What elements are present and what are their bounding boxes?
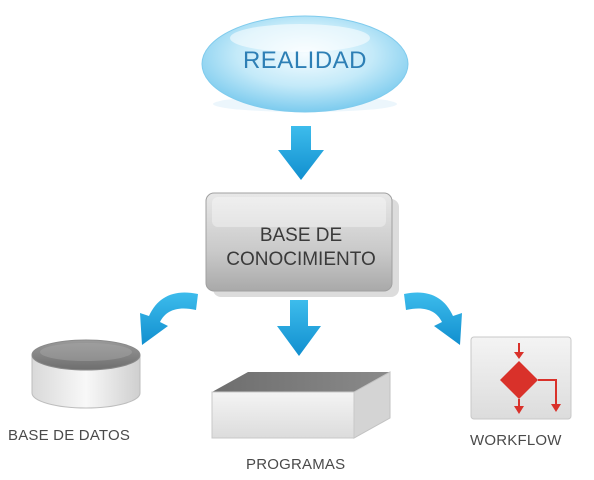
arrow-left-curved-icon xyxy=(140,292,198,345)
programs-box-icon xyxy=(211,371,391,439)
database-label: BASE DE DATOS xyxy=(8,427,131,444)
arrow-down-center-icon xyxy=(277,300,321,356)
arrow-right-curved-icon xyxy=(404,292,462,345)
realidad-bubble xyxy=(201,15,409,113)
arrow-down-icon xyxy=(278,126,324,180)
workflow-flowchart-icon xyxy=(470,336,572,420)
workflow-label: WORKFLOW xyxy=(470,432,562,449)
knowledge-base-label: BASE DE CONOCIMIENTO xyxy=(208,224,394,272)
database-cylinder-icon xyxy=(31,339,141,409)
realidad-label: REALIDAD xyxy=(242,47,368,74)
programs-label: PROGRAMAS xyxy=(246,456,346,473)
knowledge-base-box xyxy=(205,192,399,297)
knowledge-base-label-line2: CONOCIMIENTO xyxy=(226,249,376,270)
knowledge-base-label-line1: BASE DE xyxy=(259,225,343,246)
